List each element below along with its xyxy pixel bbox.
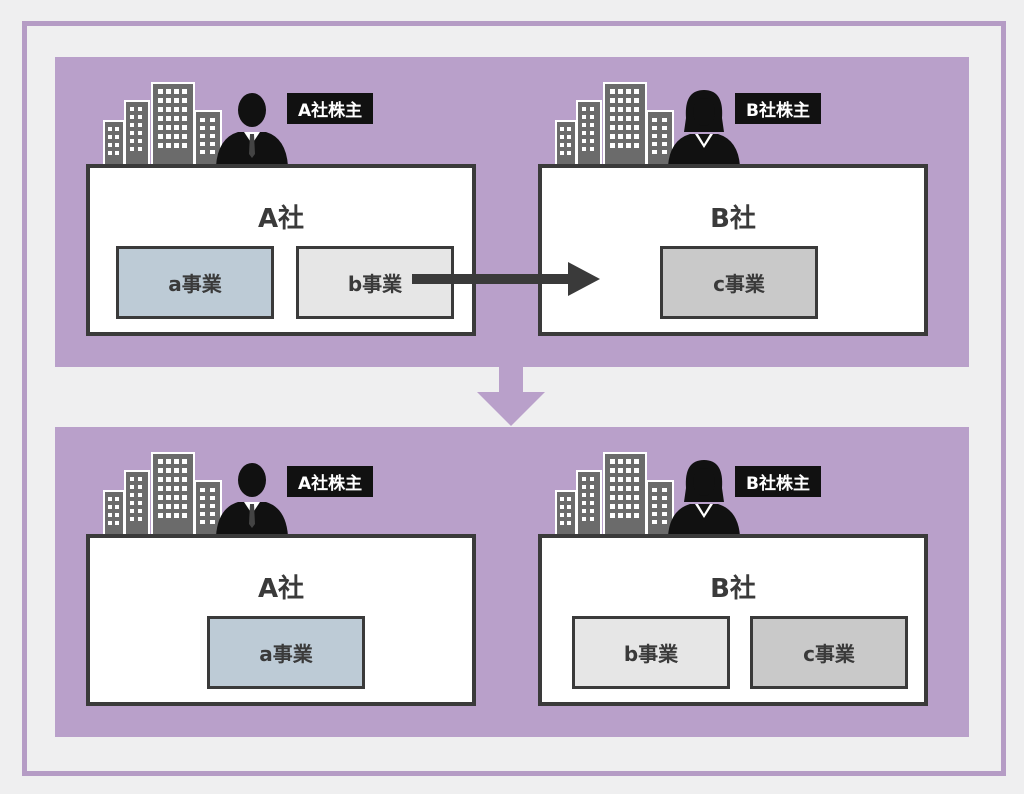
business-c: c事業 xyxy=(660,246,818,319)
businessman-icon xyxy=(216,463,288,536)
businesswoman-icon xyxy=(668,460,740,536)
company-b-before: B社 c事業 xyxy=(538,164,928,336)
arrow-right-icon xyxy=(412,262,600,296)
shareholder-tag-a: A社株主 xyxy=(287,466,374,497)
shareholder-tag-b: B社株主 xyxy=(735,93,821,124)
company-b-name: B社 xyxy=(710,574,756,604)
company-a-name: A社 xyxy=(257,574,305,604)
arrow-down-icon xyxy=(477,366,545,426)
company-a-name: A社 xyxy=(257,204,305,234)
buildings-icon xyxy=(103,82,222,166)
company-b-name: B社 xyxy=(710,204,756,234)
business-a: a事業 xyxy=(116,246,274,319)
company-a-after: A社 a事業 xyxy=(86,534,476,706)
businesswoman-icon xyxy=(668,90,740,166)
shareholder-tag-b: B社株主 xyxy=(735,466,821,497)
business-b: b事業 xyxy=(572,616,730,689)
businessman-icon xyxy=(216,93,288,166)
business-a: a事業 xyxy=(207,616,365,689)
company-b-after: B社 b事業 c事業 xyxy=(538,534,928,706)
buildings-icon xyxy=(555,82,674,166)
business-c: c事業 xyxy=(750,616,908,689)
buildings-icon xyxy=(103,452,222,536)
shareholder-tag-a: A社株主 xyxy=(287,93,374,124)
company-a-before: A社 a事業 b事業 xyxy=(86,164,476,336)
buildings-icon xyxy=(555,452,674,536)
